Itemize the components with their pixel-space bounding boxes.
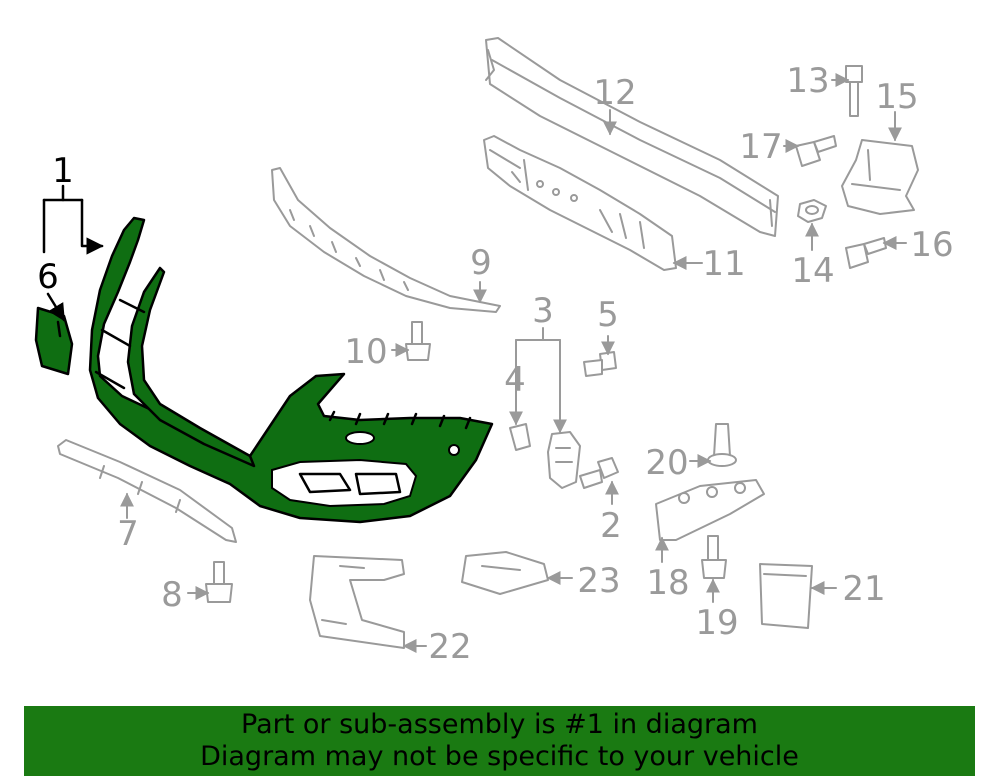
callout-14: 14	[791, 251, 834, 291]
pouch-part-21	[759, 563, 813, 629]
callout-10: 10	[344, 332, 387, 372]
callout-5: 5	[597, 295, 619, 335]
callout-8: 8	[161, 575, 183, 615]
push-pin-part-20	[707, 423, 737, 467]
callout-17: 17	[739, 127, 782, 167]
clip-part-23	[461, 551, 549, 595]
bumper-cover-part-1	[88, 216, 494, 524]
callout-18: 18	[646, 563, 689, 603]
callout-9: 9	[470, 243, 492, 283]
leader-lines	[42, 73, 907, 653]
callout-23: 23	[577, 561, 620, 601]
bolt-part-8	[205, 561, 233, 603]
bracket-part-3	[547, 431, 581, 489]
info-banner: Part or sub-assembly is #1 in diagram Di…	[24, 706, 975, 776]
callout-12: 12	[593, 73, 636, 113]
lower-trim-part-7	[57, 439, 237, 543]
callout-21: 21	[842, 569, 885, 609]
callout-1: 1	[52, 151, 74, 191]
callout-6: 6	[37, 257, 59, 297]
lower-bracket-part-22	[309, 555, 405, 649]
callout-3: 3	[532, 291, 554, 331]
reinforcement-bar-part-12	[485, 37, 779, 237]
bolt-part-13	[845, 65, 863, 117]
clip-part-4	[509, 423, 531, 451]
callout-11: 11	[702, 244, 745, 284]
side-guide-part-18	[655, 479, 765, 541]
banner-line-2: Diagram may not be specific to your vehi…	[200, 741, 799, 772]
nut-part-14	[797, 199, 827, 223]
callout-16: 16	[910, 225, 953, 265]
banner-line-1: Part or sub-assembly is #1 in diagram	[241, 709, 758, 740]
callout-4: 4	[504, 360, 526, 400]
energy-absorber-part-11	[483, 135, 677, 271]
screw-part-2	[579, 457, 619, 489]
bolt-part-16	[845, 237, 887, 269]
callout-20: 20	[645, 443, 688, 483]
guide-bracket-part-9	[271, 167, 501, 313]
callout-7: 7	[117, 514, 139, 554]
screw-part-5	[583, 351, 617, 377]
callout-2: 2	[600, 506, 622, 546]
callout-19: 19	[695, 603, 738, 643]
parts-diagram: 1 6 12 11 9 3 5 10 4 2 7 8 13 15 17 14 1…	[34, 37, 954, 667]
callout-15: 15	[875, 77, 918, 117]
mount-bracket-part-15	[841, 139, 919, 215]
tow-cover-part-6	[34, 306, 74, 376]
bolt-part-17	[795, 135, 837, 167]
callout-22: 22	[428, 627, 471, 667]
bolt-part-19	[701, 535, 727, 579]
callout-13: 13	[786, 61, 829, 101]
bolt-part-10	[405, 321, 431, 361]
